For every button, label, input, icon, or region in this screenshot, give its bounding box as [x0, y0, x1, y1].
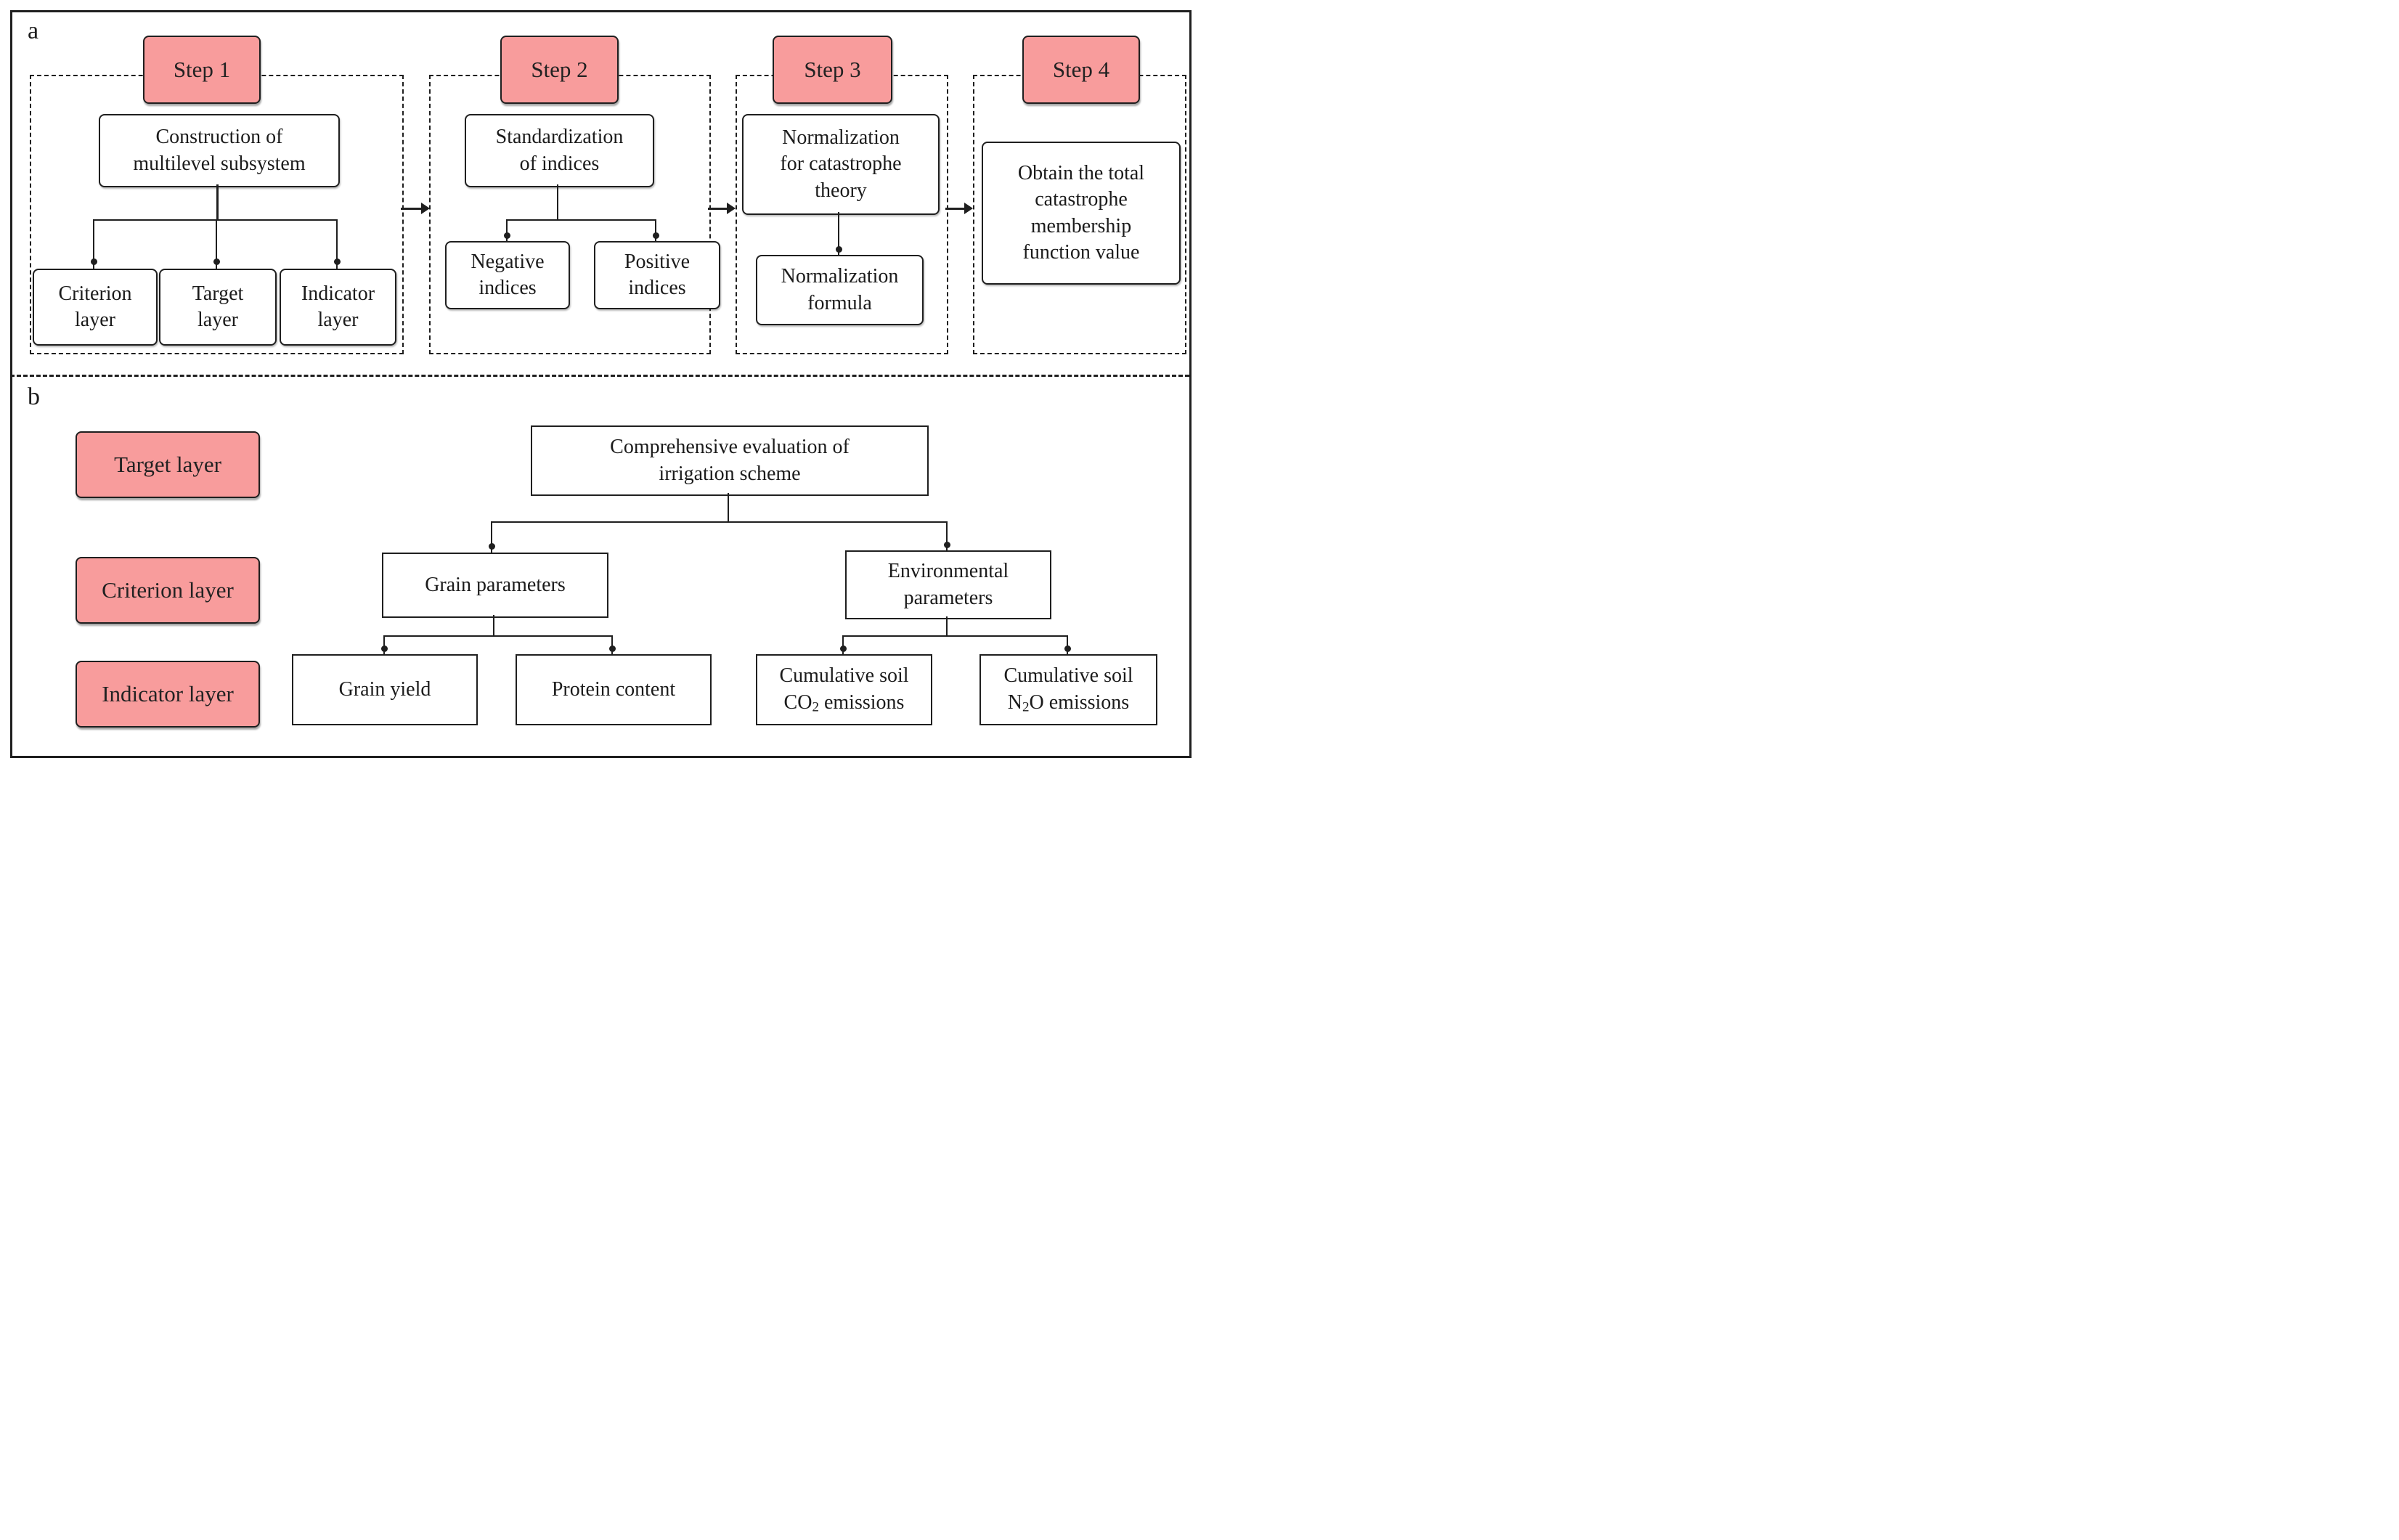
protein-content-box: Protein content [516, 654, 712, 725]
junction-dot [91, 258, 97, 265]
connector-line [93, 219, 94, 269]
connector-line [946, 616, 948, 635]
step2-tag: Step 2 [500, 36, 619, 104]
step1-tag: Step 1 [143, 36, 261, 104]
connector-line [491, 521, 492, 553]
junction-dot [840, 645, 847, 652]
connector-line [838, 212, 839, 255]
connector-line [842, 635, 1068, 637]
junction-dot [504, 232, 510, 239]
arrow-step1-step2 [401, 208, 423, 210]
figure-border [10, 10, 1192, 758]
cumulative-soil-n2o-emissions-box: Cumulative soil N2O emissions [979, 654, 1157, 725]
step4-tag: Step 4 [1022, 36, 1140, 104]
junction-dot [381, 645, 388, 652]
catastrophe-evaluation-figure: a Step 1 Step 2 Step 3 Step 4 Constructi… [0, 0, 1200, 770]
connector-line [728, 493, 729, 521]
junction-dot [213, 258, 220, 265]
connector-line [216, 219, 217, 269]
arrow-head-icon [421, 203, 430, 214]
grain-yield-box: Grain yield [292, 654, 478, 725]
criterion-layer-tag: Criterion layer [76, 557, 260, 624]
connector-line [557, 184, 558, 219]
panel-a-label: a [28, 17, 39, 44]
junction-dot [653, 232, 659, 239]
connector-line [946, 521, 948, 550]
connector-line [493, 615, 494, 635]
connector-line [842, 635, 844, 654]
arrow-head-icon [964, 203, 973, 214]
connector-line [506, 219, 656, 221]
arrow-step2-step3 [708, 208, 728, 210]
junction-dot [609, 645, 616, 652]
cumulative-soil-co2-emissions-box: Cumulative soil CO2 emissions [756, 654, 932, 725]
junction-dot [334, 258, 341, 265]
n2o-line1: Cumulative soil [1003, 664, 1133, 688]
arrow-step3-step4 [945, 208, 966, 210]
step3-tag: Step 3 [773, 36, 892, 104]
junction-dot [836, 246, 842, 253]
connector-line [93, 219, 338, 221]
connector-line [383, 635, 613, 637]
grain-parameters-box: Grain parameters [382, 553, 608, 618]
panel-separator-dashed-line [10, 375, 1189, 377]
indicator-layer-tag: Indicator layer [76, 661, 260, 728]
junction-dot [489, 543, 495, 550]
arrow-head-icon [727, 203, 736, 214]
connector-line [1067, 635, 1068, 654]
connector-line [336, 219, 338, 269]
junction-dot [944, 542, 950, 548]
target-layer-tag: Target layer [76, 431, 260, 498]
co2-line2: CO2 emissions [783, 690, 905, 715]
junction-dot [1064, 645, 1071, 652]
co2-line1: Cumulative soil [779, 664, 909, 688]
connector-line [611, 635, 613, 654]
n2o-line2: N2O emissions [1007, 690, 1130, 715]
connector-line [216, 184, 219, 219]
connector-line [655, 219, 656, 241]
connector-line [383, 635, 385, 654]
connector-line [491, 521, 948, 523]
panel-b-label: b [28, 383, 40, 410]
connector-line [506, 219, 508, 241]
